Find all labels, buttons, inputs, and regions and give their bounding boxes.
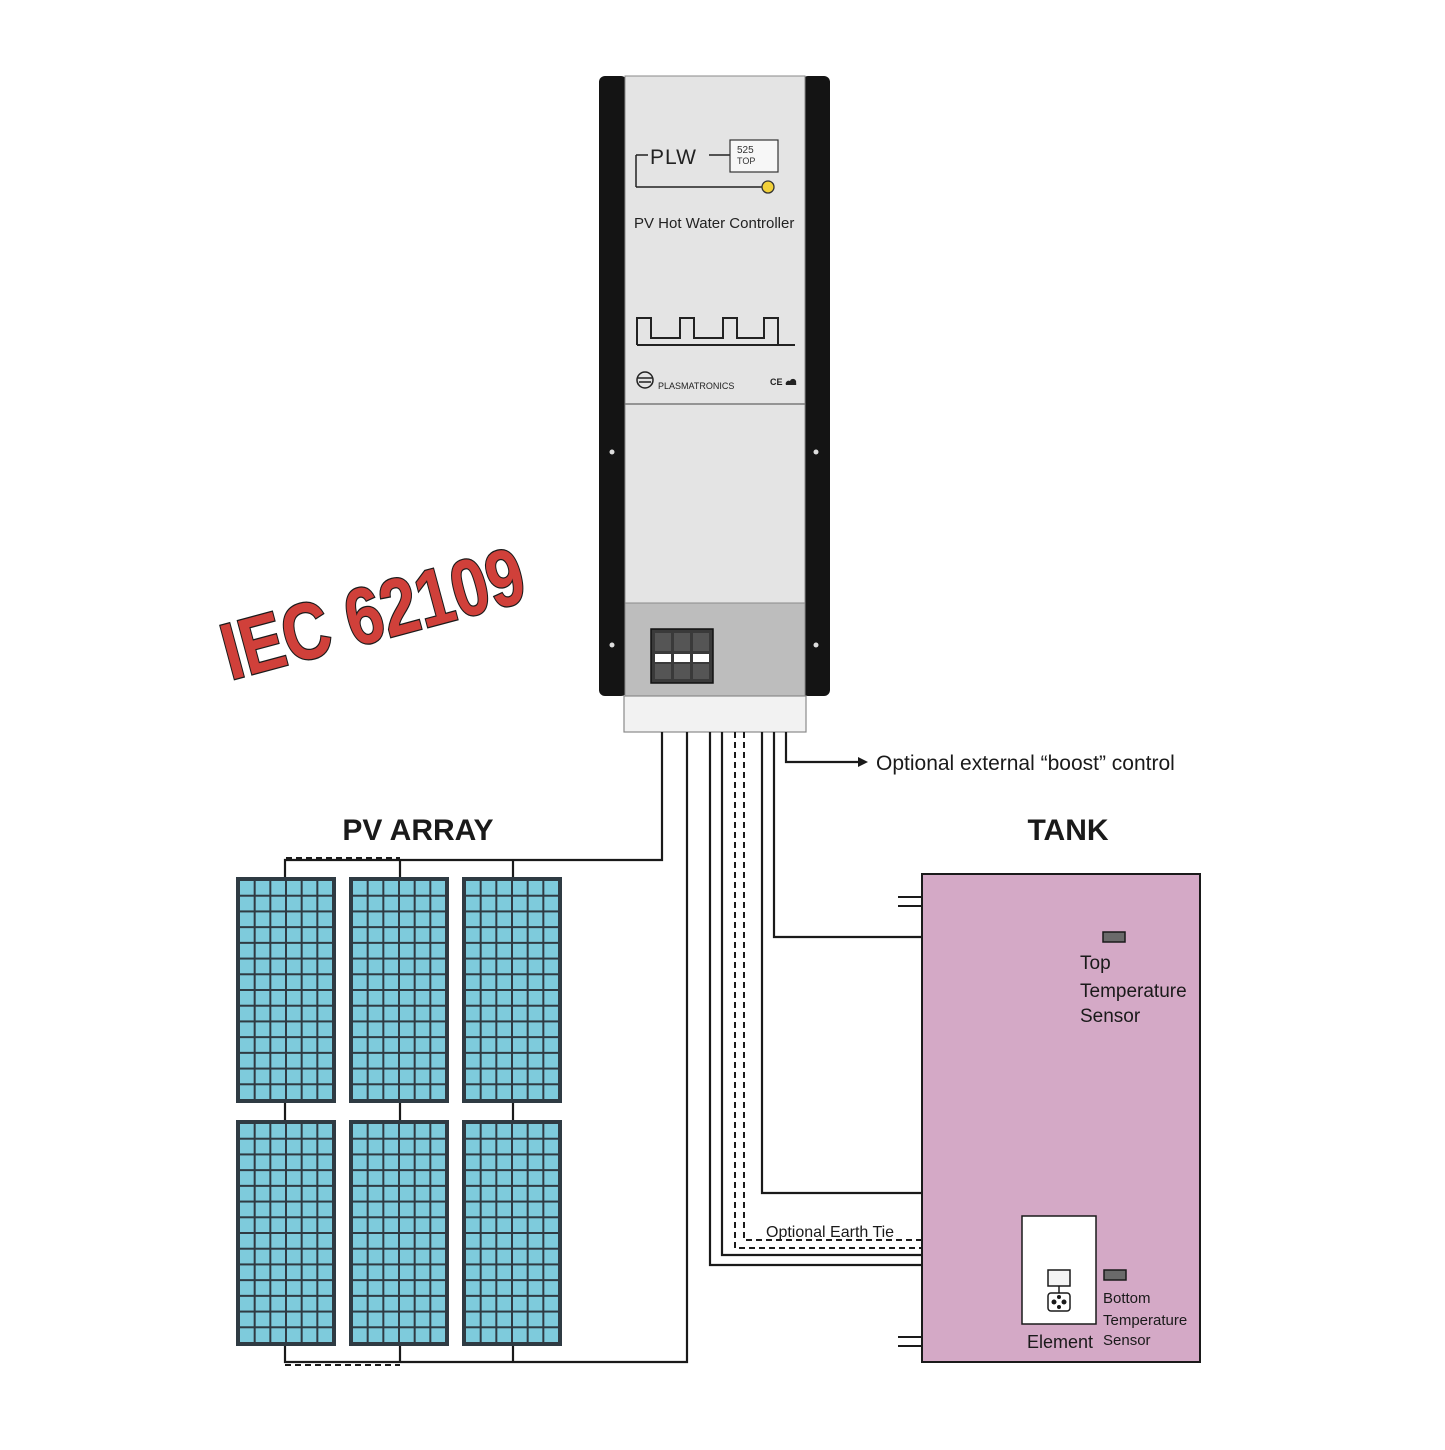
controller-display-value: 525: [737, 145, 754, 156]
controller-right-rail: [802, 76, 830, 696]
controller-body: [624, 75, 806, 697]
controller-display: [729, 139, 779, 173]
controller-display-mode: TOP: [737, 156, 755, 166]
controller-unit: PLW 525 TOP PV Hot Water Controller PLAS…: [599, 75, 830, 733]
bottom-temperature-sensor: [1103, 1269, 1127, 1281]
boost-arrow-icon: [858, 757, 868, 767]
terminal-waveform-icon: [636, 317, 795, 346]
controller-bottom-plate: [623, 695, 807, 733]
heating-element-terminal: [1047, 1269, 1071, 1287]
top-sensor-label: Top Temperature Sensor: [1080, 953, 1192, 1027]
breaker-block: [650, 628, 714, 684]
controller-certification-marks: CE: [770, 377, 783, 387]
plasmatronics-logo-icon: [636, 371, 654, 389]
pv-panel: [349, 1120, 449, 1346]
controller-brand: PLW: [650, 146, 697, 169]
pv-panel: [349, 877, 449, 1103]
pv-panel: [236, 877, 336, 1103]
wire-earth-tie-panels-bottom: [284, 1345, 400, 1366]
heating-element-icon: [1047, 1292, 1071, 1312]
controller-maker: PLASMATRONICS: [658, 381, 734, 391]
pv-panel: [462, 1120, 562, 1346]
boost-annotation: Optional external “boost” control: [876, 752, 1175, 775]
wire-boost: [784, 732, 858, 764]
top-temperature-sensor: [1102, 931, 1126, 943]
pv-panel: [462, 877, 562, 1103]
wire-pv-positive: [283, 732, 664, 877]
earth-tie-annotation: Optional Earth Tie: [766, 1224, 894, 1241]
controller-status-led: [761, 180, 775, 194]
bottom-sensor-label: Bottom Temperature Sensor: [1103, 1290, 1191, 1349]
tank-title: TANK: [1027, 814, 1108, 847]
pv-panel: [236, 1120, 336, 1346]
pv-array: [236, 877, 562, 1346]
controller-left-rail: [599, 76, 627, 696]
iec-stamp: IEC 62109: [212, 530, 535, 697]
element-label: Element: [1027, 1332, 1093, 1352]
wire-pv-negative: [283, 732, 689, 1364]
cloud-mark-icon: [785, 378, 797, 385]
controller-product-name: PV Hot Water Controller: [634, 215, 794, 232]
pv-array-title: PV ARRAY: [342, 814, 493, 847]
